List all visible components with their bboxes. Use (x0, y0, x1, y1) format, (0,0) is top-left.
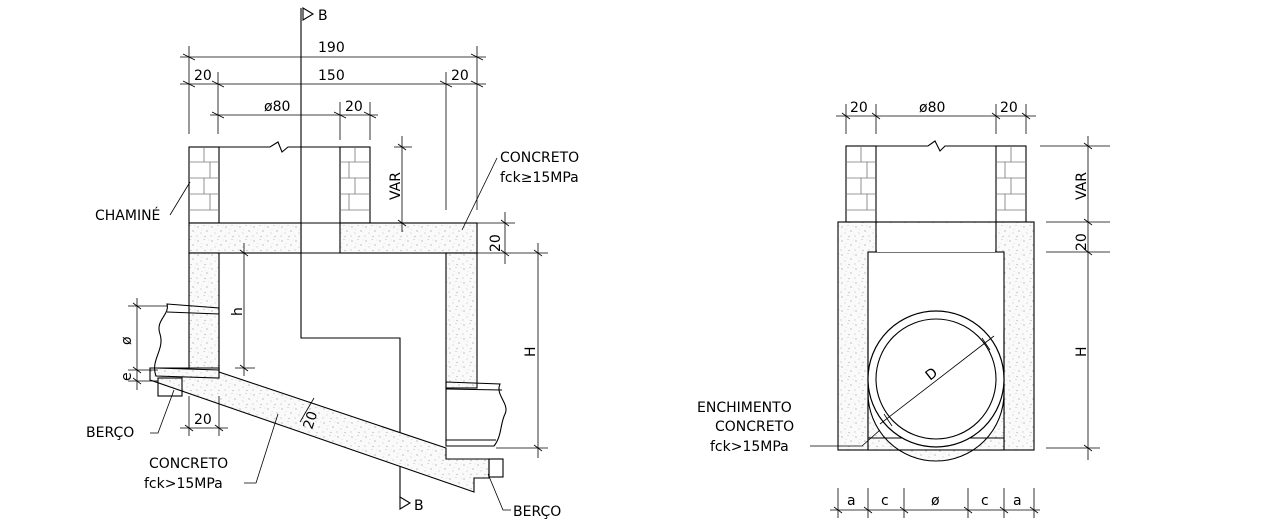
section-marker-top: B (318, 8, 328, 24)
section-arrow-bottom-icon (399, 496, 412, 510)
dim-h: h (230, 307, 246, 316)
inlet-pipe (154, 303, 220, 379)
label-chimney: CHAMINÉ (95, 207, 160, 224)
dimension-lines-top (180, 46, 486, 210)
outlet-pipe (445, 381, 507, 447)
dim-total-width: 190 (318, 40, 345, 56)
dim-slab: 20 (488, 234, 504, 252)
dimension-line-var (394, 136, 412, 232)
dim-H: H (523, 346, 539, 357)
dim-var: VAR (388, 172, 404, 200)
section-arrow-top-icon (302, 7, 315, 21)
dim-chimney-diameter: ø80 (264, 99, 290, 115)
label-cradle-right: BERÇO (513, 504, 561, 520)
dim-H-right-view: H (1074, 346, 1090, 357)
dim-inner-width: 150 (318, 68, 345, 84)
dim-phi-right-view: ø (931, 493, 940, 509)
cradle-left (157, 377, 183, 397)
label-concrete-top-2: fck≥15MPa (500, 170, 579, 186)
label-fill-3: fck>15MPa (710, 439, 789, 455)
dim-wall-left: 20 (194, 68, 212, 84)
top-slab-left (188, 222, 302, 254)
section-cut-line (300, 8, 401, 498)
dimension-lines-right-top (836, 104, 1036, 134)
section-marker-bottom: B (414, 498, 424, 514)
top-slab-right (339, 222, 478, 254)
chimney-left-bricks-right-view (845, 145, 877, 223)
dimension-lines-bottom (830, 488, 1040, 518)
label-concrete-bottom-2: fck>15MPa (144, 476, 223, 492)
dimension-line-h (235, 243, 255, 376)
label-fill-2: CONCRETO (715, 419, 794, 435)
fill-concrete (867, 330, 1005, 462)
dim-e: e (119, 372, 135, 381)
dim-wall-right: 20 (451, 68, 469, 84)
pipe-inner (875, 318, 997, 440)
left-section-view: B B 190 20 150 20 ø80 2 (86, 7, 579, 520)
chimney-break-line (219, 141, 340, 153)
label-concrete-top-1: CONCRETO (500, 150, 579, 166)
chimney-left-bricks (188, 146, 220, 224)
dim-diameter-right-view: ø80 (919, 100, 945, 116)
dim-chimney-wall: 20 (345, 99, 363, 115)
dim-wall-left-right-view: 20 (850, 100, 868, 116)
chimney-right-bricks (339, 146, 371, 224)
dim-var-right-view: VAR (1074, 172, 1090, 200)
left-wall (188, 252, 220, 378)
label-cradle-left: BERÇO (86, 425, 134, 441)
label-concrete-bottom-1: CONCRETO (149, 456, 228, 472)
dimension-lines-right (477, 212, 548, 458)
dimension-lines-left (128, 298, 168, 390)
dim-a-right: a (1013, 493, 1022, 509)
dim-phi: ø (119, 336, 135, 345)
cradle-right (488, 458, 504, 478)
dim-a-left: a (847, 493, 856, 509)
label-fill-1: ENCHIMENTO (697, 400, 792, 416)
dimension-lines-right-side (1040, 136, 1110, 460)
dim-c-left: c (881, 493, 889, 509)
dim-slab-right-view: 20 (1074, 233, 1090, 251)
chimney-break-line-right-view (876, 140, 996, 152)
dim-base: 20 (194, 412, 212, 428)
sloped-floor-concrete (149, 367, 490, 493)
dimension-line-base (180, 396, 228, 436)
chimney-right-bricks-right-view (995, 145, 1027, 223)
dim-wall-right-right-view: 20 (1000, 100, 1018, 116)
right-wall (445, 252, 478, 389)
dim-c-right: c (981, 493, 989, 509)
dim-floor: 20 (301, 409, 322, 431)
right-section-view: 20 ø80 20 (697, 100, 1110, 518)
